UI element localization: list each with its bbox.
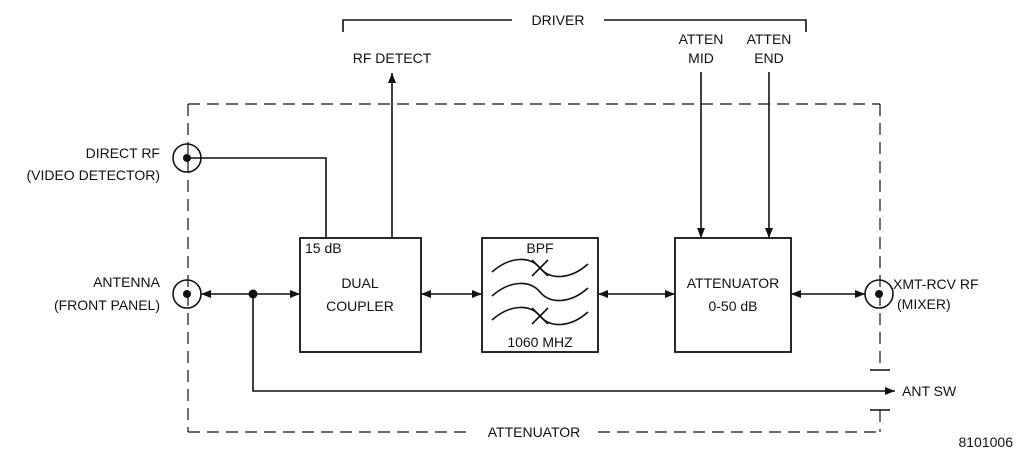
rf-detect-label: RF DETECT xyxy=(353,50,432,66)
coupler-line2: COUPLER xyxy=(326,298,394,314)
xmt-rcv-label-1: XMT-RCV RF xyxy=(893,276,979,292)
attenuator-group-label: ATTENUATOR xyxy=(488,424,581,440)
ant-sw-arrow xyxy=(252,294,895,395)
attenuator-line2: 0-50 dB xyxy=(708,298,757,314)
antenna-label-2: (FRONT PANEL) xyxy=(54,297,160,313)
xmt-rcv-connector xyxy=(864,279,894,309)
coupler-tap-label: 15 dB xyxy=(305,240,342,256)
bpf-title: BPF xyxy=(526,240,553,256)
bpf-freq: 1060 MHZ xyxy=(507,334,573,350)
figure-id: 8101006 xyxy=(958,434,1013,450)
antenna-connector xyxy=(172,279,202,309)
driver-label: DRIVER xyxy=(532,12,585,28)
driver-bracket: DRIVER xyxy=(342,12,807,32)
direct-rf-label-2: (VIDEO DETECTOR) xyxy=(26,167,160,183)
direct-rf-label-1: DIRECT RF xyxy=(86,145,160,161)
xmt-rcv-label-2: (MIXER) xyxy=(897,296,951,312)
atten-mid-label-2: MID xyxy=(688,50,714,66)
ant-sw-label: ANT SW xyxy=(902,383,957,399)
atten-end-label-2: END xyxy=(754,50,784,66)
attenuator-line1: ATTENUATOR xyxy=(687,275,780,291)
attenuator-block: ATTENUATOR 0-50 dB xyxy=(674,237,792,353)
coupler-line1: DUAL xyxy=(341,275,379,291)
bpf-filter-symbol xyxy=(491,258,589,326)
bpf-block: BPF 1060 MHZ xyxy=(481,237,599,353)
attenuator-enclosure: ATTENUATOR xyxy=(187,103,890,440)
atten-end-label-1: ATTEN xyxy=(747,31,792,47)
dual-coupler-block: 15 dB DUAL COUPLER xyxy=(299,237,422,353)
antenna-label-1: ANTENNA xyxy=(93,274,161,290)
atten-mid-label-1: ATTEN xyxy=(679,31,724,47)
direct-rf-line xyxy=(191,157,327,238)
